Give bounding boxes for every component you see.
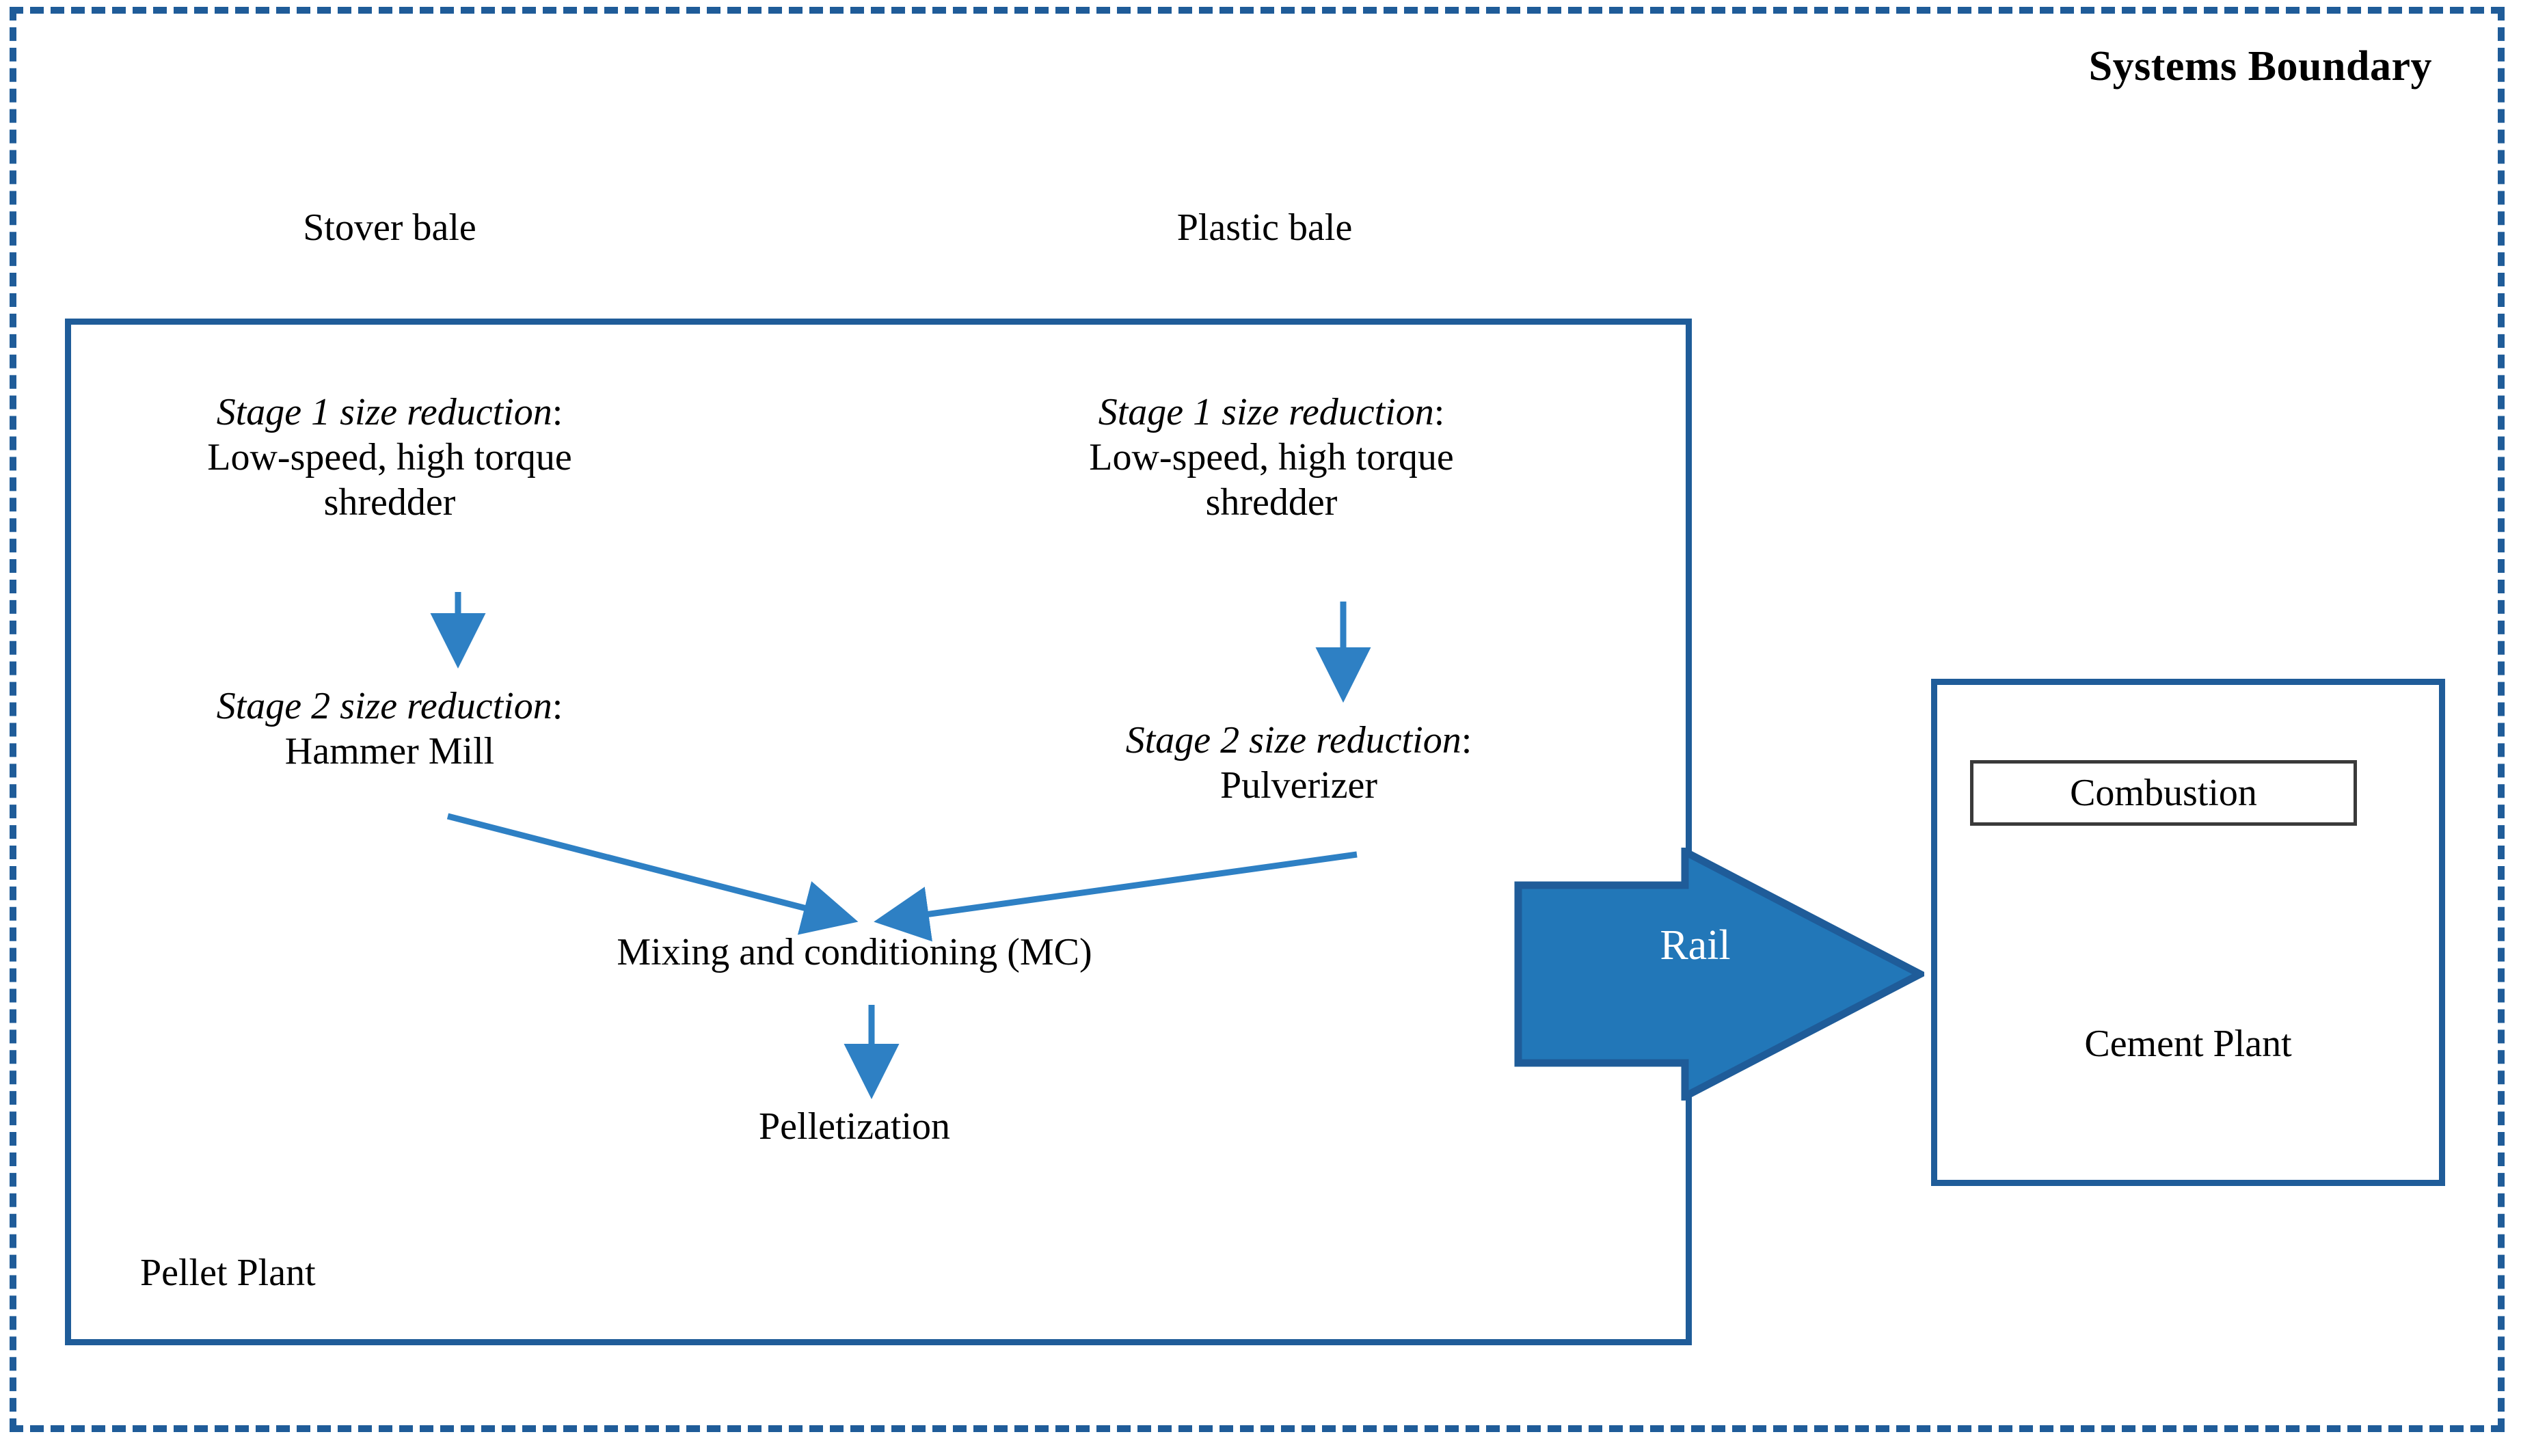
plastic-stage1-detail-1: Low-speed, high torque (1089, 436, 1454, 479)
stover-stage1-detail-1: Low-speed, high torque (207, 436, 572, 479)
systems-boundary (10, 7, 2505, 1432)
plastic-stage2-colon: : (1461, 719, 1472, 761)
plastic-stage1-colon: : (1433, 391, 1445, 433)
plastic-stage2-detail-1: Pulverizer (1219, 764, 1378, 807)
cement-plant-box (1931, 679, 2445, 1186)
node-stover-bale: Stover bale (178, 205, 602, 250)
stover-stage1-detail-2: shredder (323, 481, 456, 524)
node-plastic-stage1: Stage 1 size reduction: Low-speed, high … (1005, 390, 1538, 525)
rail-arrow (1514, 848, 1924, 1101)
stover-bale-label: Stover bale (303, 206, 476, 249)
stover-stage1-colon: : (552, 391, 563, 433)
rail-label: Rail (1660, 922, 1731, 969)
stover-stage2-title-line: Stage 2 size reduction: (137, 684, 643, 729)
node-plastic-bale: Plastic bale (1053, 205, 1477, 250)
pellet-plant-box (65, 319, 1692, 1345)
plastic-stage1-title: Stage 1 size reduction (1098, 391, 1434, 433)
plastic-stage1-detail-2: shredder (1205, 481, 1338, 524)
stover-stage2-colon: : (552, 685, 563, 727)
plastic-stage2-title-line: Stage 2 size reduction: (1025, 718, 1572, 763)
combustion-box: Combustion (1970, 760, 2357, 826)
node-stover-stage1: Stage 1 size reduction: Low-speed, high … (123, 390, 656, 525)
node-pelletization: Pelletization (602, 1104, 1107, 1149)
rail-arrow-shape (1514, 848, 1924, 1101)
pelletization-label: Pelletization (759, 1105, 950, 1148)
stover-stage1-title-line: Stage 1 size reduction: (123, 390, 656, 435)
combustion-label: Combustion (2070, 772, 2257, 814)
stover-stage2-title: Stage 2 size reduction (216, 685, 552, 727)
node-stover-stage2: Stage 2 size reduction: Hammer Mill (137, 684, 643, 774)
plastic-stage2-title: Stage 2 size reduction (1125, 719, 1461, 761)
pellet-plant-label: Pellet Plant (140, 1252, 316, 1294)
node-plastic-stage2: Stage 2 size reduction: Pulverizer (1025, 718, 1572, 808)
stover-stage2-detail-1: Hammer Mill (284, 730, 495, 773)
plastic-bale-label: Plastic bale (1176, 206, 1353, 249)
cement-plant-label: Cement Plant (2084, 1023, 2292, 1065)
mixing-label: Mixing and conditioning (MC) (617, 931, 1092, 973)
node-mixing-and-conditioning: Mixing and conditioning (MC) (451, 930, 1258, 975)
stover-stage1-title: Stage 1 size reduction (216, 391, 552, 433)
plastic-stage1-title-line: Stage 1 size reduction: (1005, 390, 1538, 435)
systems-boundary-label: Systems Boundary (2088, 43, 2432, 90)
